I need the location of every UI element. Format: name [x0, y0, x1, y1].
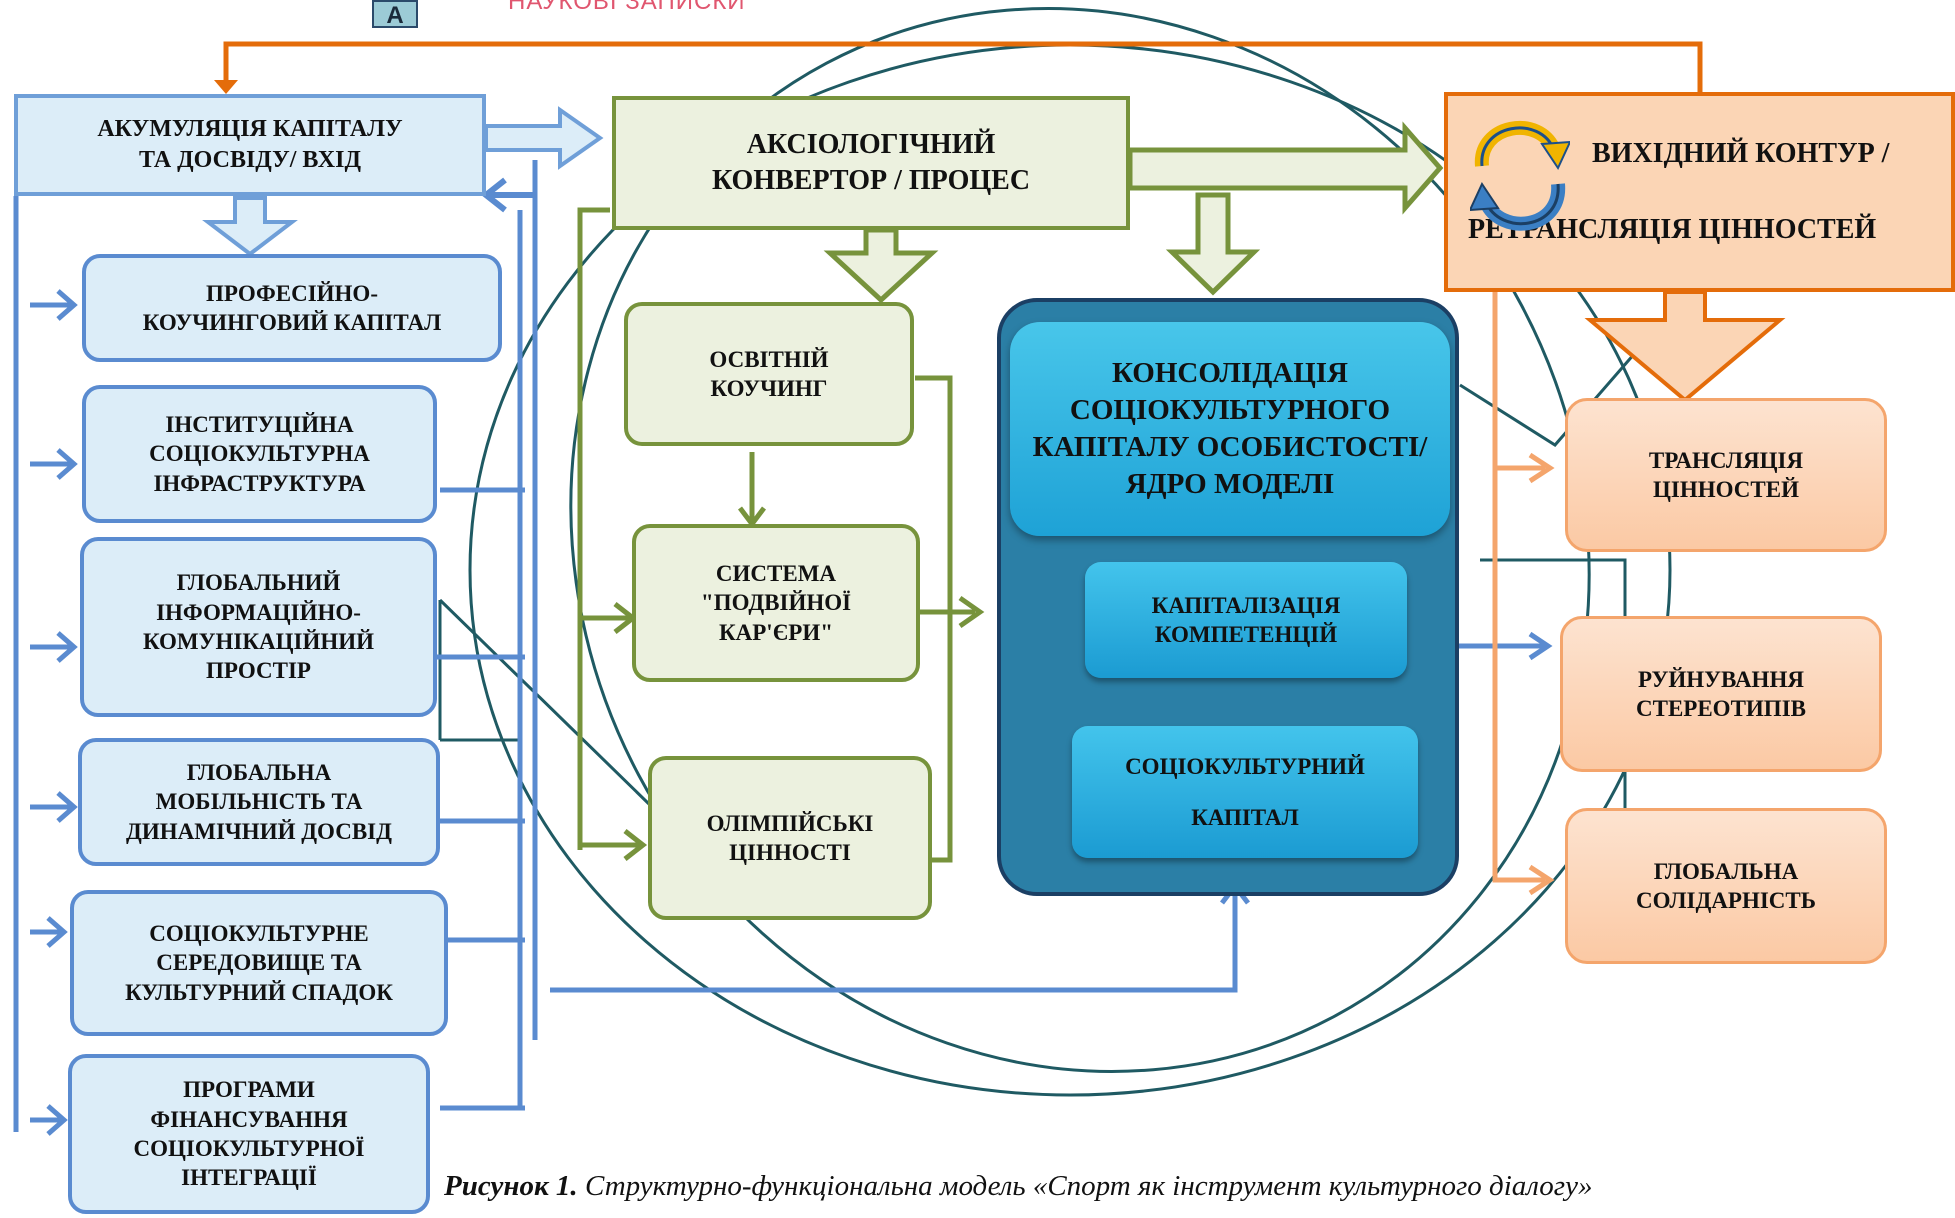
input-to-process-arrow: [484, 106, 604, 170]
core-item-competence: КАПІТАЛІЗАЦІЯ КОМПЕТЕНЦІЙ: [1085, 562, 1407, 678]
process-item-label: СИСТЕМА "ПОДВІЙНОЇ КАР'ЄРИ": [700, 560, 852, 645]
process-to-output-arrow: [1127, 121, 1444, 215]
input-item-label: ГЛОБАЛЬНА МОБІЛЬНІСТЬ ТА ДИНАМІЧНИЙ ДОСВ…: [126, 759, 392, 844]
caption-text: Структурно-функціональна модель «Спорт я…: [577, 1170, 1593, 1202]
core-item-sociocultural-capital: СОЦІОКУЛЬТУРНИЙ КАПІТАЛ: [1072, 726, 1418, 858]
process-title: АКСІОЛОГІЧНИЙ КОНВЕРТОР / ПРОЦЕС: [711, 129, 1031, 196]
input-item-global-info: ГЛОБАЛЬНИЙ ІНФОРМАЦІЙНО- КОМУНІКАЦІЙНИЙ …: [80, 537, 437, 717]
input-down-arrow: [202, 196, 298, 257]
input-item-label: СОЦІОКУЛЬТУРНЕ СЕРЕДОВИЩЕ ТА КУЛЬТУРНИЙ …: [125, 920, 393, 1005]
ellipse-chord-right: [1459, 329, 1657, 900]
core-title-box: КОНСОЛІДАЦІЯ СОЦІОКУЛЬТУРНОГО КАПІТАЛУ О…: [1010, 322, 1450, 536]
input-item-funding-programs: ПРОГРАМИ ФІНАНСУВАННЯ СОЦІОКУЛЬТУРНОЇ ІН…: [68, 1054, 430, 1214]
input-item-label: ІНСТИТУЦІЙНА СОЦІОКУЛЬТУРНА ІНФРАСТРУКТУ…: [149, 411, 370, 496]
output-item-label: ГЛОБАЛЬНА СОЛІДАРНІСТЬ: [1636, 858, 1816, 913]
input-item-global-mobility: ГЛОБАЛЬНА МОБІЛЬНІСТЬ ТА ДИНАМІЧНИЙ ДОСВ…: [78, 738, 440, 866]
feedback-line-orange: [223, 41, 1703, 95]
input-item-label: ПРОФЕСІЙНО- КОУЧИНГОВИЙ КАПІТАЛ: [142, 280, 442, 335]
process-item-educational-coaching: ОСВІТНІЙ КОУЧИНГ: [624, 302, 914, 446]
process-to-core-arrow: [1165, 192, 1261, 296]
output-down-arrow: [1584, 290, 1786, 403]
core-item-label: КАПІТАЛІЗАЦІЯ КОМПЕТЕНЦІЙ: [1151, 592, 1341, 647]
core-title: КОНСОЛІДАЦІЯ СОЦІОКУЛЬТУРНОГО КАПІТАЛУ О…: [1032, 356, 1428, 501]
input-title: АКУМУЛЯЦІЯ КАПІТАЛУ ТА ДОСВІДУ/ ВХІД: [97, 116, 403, 173]
output-item-label: ТРАНСЛЯЦІЯ ЦІННОСТЕЙ: [1648, 447, 1804, 502]
input-item-sociocultural-env: СОЦІОКУЛЬТУРНЕ СЕРЕДОВИЩЕ ТА КУЛЬТУРНИЙ …: [70, 890, 448, 1036]
output-title-line1: ВИХІДНИЙ КОНТУР /: [1592, 138, 1890, 170]
input-item-label: ПРОГРАМИ ФІНАНСУВАННЯ СОЦІОКУЛЬТУРНОЇ ІН…: [133, 1077, 365, 1191]
journal-logo: A: [372, 0, 418, 29]
caption-label: Рисунок 1.: [444, 1170, 578, 1202]
green-coaching-to-dual: [738, 452, 766, 529]
output-item-global-solidarity: ГЛОБАЛЬНА СОЛІДАРНІСТЬ: [1565, 808, 1887, 964]
process-down-arrow: [823, 227, 939, 304]
input-item-professional-coaching: ПРОФЕСІЙНО- КОУЧИНГОВИЙ КАПІТАЛ: [82, 254, 502, 362]
process-item-dual-career: СИСТЕМА "ПОДВІЙНОЇ КАР'ЄРИ": [632, 524, 920, 682]
back-ellipse-tilted: [569, 7, 1591, 1073]
figure-caption: Рисунок 1. Структурно-функціональна моде…: [444, 1170, 1592, 1203]
input-item-institutional: ІНСТИТУЦІЙНА СОЦІОКУЛЬТУРНА ІНФРАСТРУКТУ…: [82, 385, 437, 523]
blue-bus-arrows: [30, 289, 78, 1136]
feedback-arrowhead: [214, 80, 238, 94]
blue-bus-right: [430, 160, 538, 1111]
blue-return-arrow: [481, 177, 535, 213]
cycle-icon: [1470, 120, 1570, 231]
output-item-label: РУЙНУВАННЯ СТЕРЕОТИПІВ: [1636, 666, 1806, 721]
input-title-box: АКУМУЛЯЦІЯ КАПІТАЛУ ТА ДОСВІДУ/ ВХІД: [14, 94, 486, 196]
process-item-olympic-values: ОЛІМПІЙСЬКІ ЦІННОСТІ: [648, 756, 932, 920]
output-item-value-translation: ТРАНСЛЯЦІЯ ЦІННОСТЕЙ: [1565, 398, 1887, 552]
orange-bus: [1492, 210, 1555, 896]
journal-name: НАУКОВІ ЗАПИСКИ: [508, 0, 746, 15]
process-item-label: ОСВІТНІЙ КОУЧИНГ: [709, 346, 829, 401]
process-item-label: ОЛІМПІЙСЬКІ ЦІННОСТІ: [706, 810, 874, 865]
green-bus-right: [915, 375, 985, 863]
core-item-label: СОЦІОКУЛЬТУРНИЙ КАПІТАЛ: [1125, 754, 1365, 830]
output-item-breaking-stereotypes: РУЙНУВАННЯ СТЕРЕОТИПІВ: [1560, 616, 1882, 772]
process-title-box: АКСІОЛОГІЧНИЙ КОНВЕРТОР / ПРОЦЕС: [612, 96, 1130, 230]
input-item-label: ГЛОБАЛЬНИЙ ІНФОРМАЦІЙНО- КОМУНІКАЦІЙНИЙ …: [142, 570, 375, 684]
ellipse-chord-left: [438, 598, 652, 807]
